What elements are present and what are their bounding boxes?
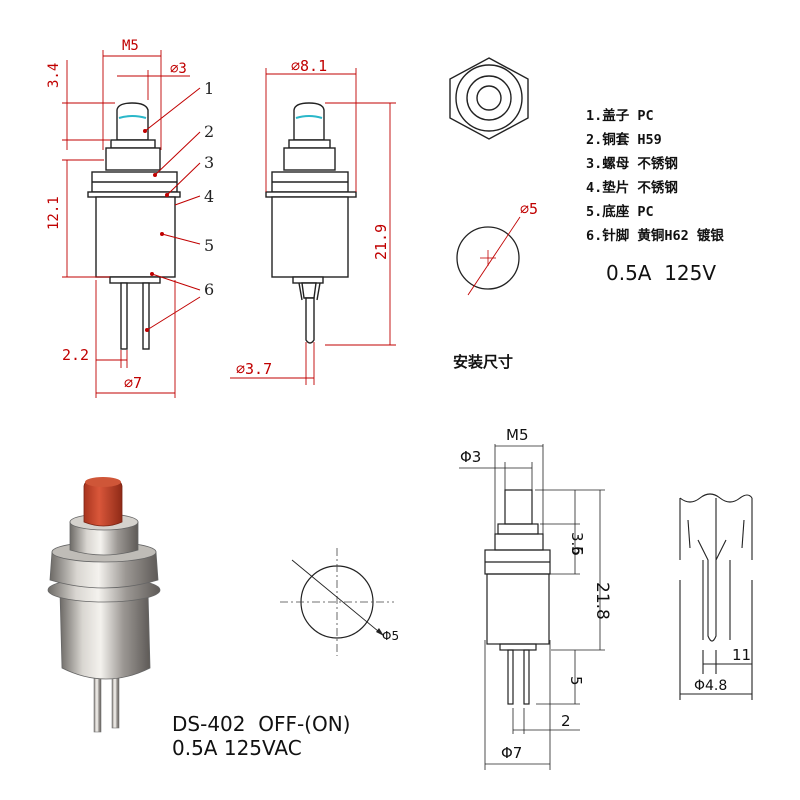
model-name: DS-402 OFF-(ON) — [172, 712, 350, 736]
pin-detail-dim-texts: 11 Φ4.8 — [694, 646, 751, 694]
dim-bottom-cap-height-3-6: 3.6 — [568, 532, 586, 556]
callout-leaders — [144, 87, 201, 331]
dim-cap-dia-3: ⌀3 — [170, 61, 187, 77]
parts-list-item-5: 5.底座 PC — [586, 203, 654, 220]
callout-2: 2 — [204, 122, 214, 141]
side-view-dim-lines — [62, 50, 190, 398]
dim-body-height-12-1: 12.1 — [46, 196, 62, 230]
dim-flange-dia-8-1: ⌀8.1 — [291, 57, 327, 75]
dim-thread-m5: M5 — [122, 38, 139, 54]
callout-4: 4 — [204, 187, 214, 206]
panel-hole-drawing: ⌀5 — [456, 200, 538, 296]
side-view-dim-texts: M5 ⌀3 3.4 12.1 2.2 ⌀7 — [46, 38, 187, 392]
parts-list-item-2: 2.铜套 H59 — [586, 131, 662, 148]
dim-pin-dia-3-7: ⌀3.7 — [236, 360, 272, 378]
dim-overall-height-21-9: 21.9 — [372, 224, 390, 260]
bottom-hole-drawing: Φ5 — [280, 548, 399, 656]
dim-bottom-overall-21-8: 21.8 — [592, 582, 612, 620]
bottom-side-dim-lines — [459, 444, 605, 770]
side-view-drawing — [87, 102, 181, 350]
callout-5: 5 — [204, 236, 214, 255]
dim-bottom-pin-gap-2: 2 — [561, 712, 571, 730]
callout-1: 1 — [204, 79, 214, 98]
parts-list-item-4: 4.垫片 不锈钢 — [586, 179, 678, 196]
front-view-drawing — [265, 102, 357, 344]
dim-bottom-pin-length-5: 5 — [567, 676, 585, 686]
parts-list-item-3: 3.螺母 不锈钢 — [586, 155, 678, 172]
rating-top-label: 0.5A 125V — [606, 261, 716, 285]
dim-bottom-thread-m5: M5 — [506, 426, 529, 444]
install-size-caption: 安装尺寸 — [453, 353, 513, 371]
dim-bottom-hole-5: Φ5 — [382, 629, 399, 643]
dim-panel-hole-5: ⌀5 — [520, 200, 538, 218]
dim-cap-height-3-4: 3.4 — [46, 63, 62, 88]
bottom-side-dim-texts: M5 Φ3 3.6 5 21.8 5 2 Φ7 — [460, 426, 612, 762]
product-photo — [47, 477, 161, 733]
dim-pin-tip-11: 11 — [732, 646, 751, 664]
parts-list-item-1: 1.盖子 PC — [586, 107, 654, 124]
dim-bottom-nut-height-5: 5 — [568, 546, 586, 556]
dim-bottom-cap-dia-3: Φ3 — [460, 448, 481, 466]
front-view-dim-texts: ⌀8.1 21.9 ⌀3.7 — [236, 57, 390, 378]
dim-bottom-base-dia-7: Φ7 — [501, 744, 522, 762]
front-view-dim-lines — [230, 68, 396, 385]
dim-base-dia-7: ⌀7 — [124, 374, 142, 392]
callout-6: 6 — [204, 280, 214, 299]
parts-list-item-6: 6.针脚 黄铜H62 镀银 — [586, 227, 724, 244]
callout-3: 3 — [204, 153, 214, 172]
pin-detail-drawing — [679, 493, 753, 700]
dim-pin-gap-2-2: 2.2 — [62, 346, 89, 364]
model-rating: 0.5A 125VAC — [172, 736, 302, 760]
model-info: DS-402 OFF-(ON) 0.5A 125VAC — [172, 712, 350, 760]
parts-list: 1.盖子 PC 2.铜套 H59 3.螺母 不锈钢 4.垫片 不锈钢 5.底座 … — [586, 107, 724, 244]
callout-numbers: 1 2 3 4 5 6 — [204, 79, 214, 299]
bottom-side-drawing — [484, 489, 551, 705]
dim-pin-dia-4-8: Φ4.8 — [694, 678, 727, 694]
top-view-hex — [449, 57, 529, 140]
